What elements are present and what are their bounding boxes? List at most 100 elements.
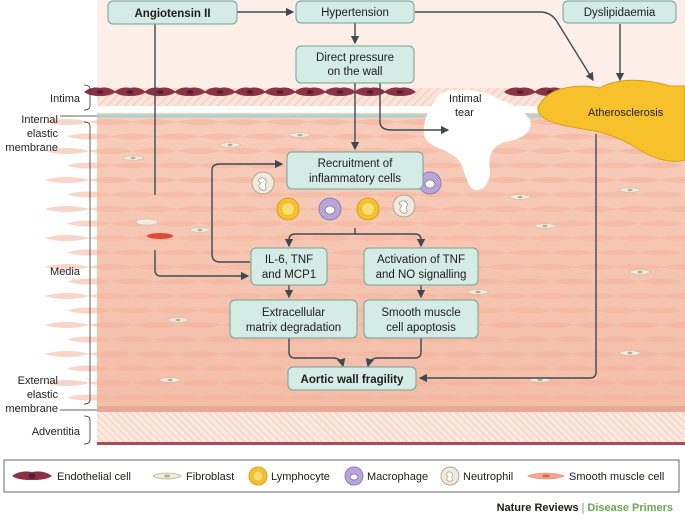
smc-label-2: cell apoptosis — [386, 322, 456, 334]
smooth-muscle-cell — [133, 293, 177, 299]
smooth-muscle-cell — [551, 220, 595, 227]
smooth-muscle-cell — [441, 293, 485, 299]
smooth-muscle-cell — [177, 264, 221, 270]
smooth-muscle-cell — [485, 293, 529, 299]
smooth-muscle-cell — [111, 133, 155, 140]
smooth-muscle-cell — [529, 148, 573, 154]
smc-apoptosis-box — [363, 299, 479, 339]
layer-label-iem-1: Internal — [21, 114, 58, 126]
il6-tnf-mcp1-box — [250, 247, 328, 286]
smooth-muscle-cell — [661, 293, 685, 299]
smooth-muscle-cell — [67, 365, 111, 372]
smooth-muscle-cell — [419, 365, 463, 372]
smooth-muscle-cell — [441, 380, 485, 386]
smooth-muscle-cell — [529, 351, 573, 357]
smooth-muscle-cell — [111, 307, 155, 314]
fibroblast — [618, 187, 642, 193]
smooth-muscle-cell — [507, 365, 551, 372]
smooth-muscle-cell — [155, 365, 199, 372]
smooth-muscle-cell — [199, 394, 243, 401]
smooth-muscle-cell — [67, 394, 111, 401]
smooth-muscle-cell — [309, 235, 353, 241]
fibroblast — [508, 194, 532, 200]
smooth-muscle-cell — [199, 336, 243, 343]
layer-label-media: Media — [50, 266, 81, 278]
smooth-muscle-cell — [89, 119, 133, 125]
smooth-muscle-cell — [595, 191, 639, 198]
inflammatory-cell-cluster — [251, 171, 442, 221]
smooth-muscle-cell — [485, 206, 529, 212]
smooth-muscle-cell — [485, 177, 529, 183]
smooth-muscle-cell — [67, 162, 111, 169]
lymphocyte-icon — [356, 197, 380, 221]
smooth-muscle-cell — [45, 119, 89, 125]
smooth-muscle-cell — [199, 278, 243, 285]
dyslipidaemia-box — [562, 0, 677, 24]
smooth-muscle-cell — [221, 119, 265, 125]
smooth-muscle-cell — [595, 278, 639, 285]
smooth-muscle-cell — [111, 394, 155, 401]
smooth-muscle-cell — [177, 148, 221, 154]
smooth-muscle-cell — [573, 293, 617, 299]
legend-label-fibroblast: Fibroblast — [186, 471, 234, 483]
external-elastic-membrane-line — [97, 406, 685, 412]
smooth-muscle-cell — [177, 351, 221, 357]
smooth-muscle-cell — [287, 220, 331, 227]
arrow-hypertension-to-atherosclerosis — [415, 11, 594, 82]
legend: Endothelial cell Fibroblast Lymphocyte M… — [12, 466, 664, 486]
smooth-muscle-cell — [221, 351, 265, 357]
legend-label-lymphocyte: Lymphocyte — [271, 471, 330, 483]
smooth-muscle-cell — [551, 394, 595, 401]
smooth-muscle-cell — [353, 351, 397, 357]
smooth-muscle-cell — [111, 278, 155, 285]
direct-pressure-box — [295, 45, 415, 84]
smooth-muscle-cell — [155, 336, 199, 343]
smooth-muscle-cell — [45, 322, 89, 328]
smooth-muscle-cell — [419, 394, 463, 401]
smooth-muscle-cell — [551, 336, 595, 343]
macrophage-icon — [344, 466, 364, 486]
endothelial-cell — [144, 87, 176, 96]
fibroblast — [158, 377, 182, 383]
smooth-muscle-cell — [155, 191, 199, 198]
smooth-muscle-cell — [441, 206, 485, 212]
smooth-muscle-cell — [639, 365, 683, 372]
smooth-muscle-cell — [309, 351, 353, 357]
smooth-muscle-cell — [551, 307, 595, 314]
smooth-muscle-cell — [507, 249, 551, 256]
smooth-muscle-cell — [661, 264, 685, 270]
footer-series: Disease Primers — [587, 502, 673, 514]
layer-label-iem-3: membrane — [5, 142, 58, 154]
endothelial-cell — [504, 87, 536, 96]
smooth-muscle-cell — [45, 380, 89, 386]
intimal-tear-label-1: Intimal — [449, 93, 481, 105]
arrow-angiotensin-to-il6 — [154, 250, 250, 281]
smooth-muscle-cell — [89, 148, 133, 154]
hypertension-box — [295, 0, 415, 24]
smooth-muscle-cell — [595, 365, 639, 372]
hypertension-label: Hypertension — [321, 7, 389, 19]
smooth-muscle-cell — [573, 264, 617, 270]
neutrophil-icon — [251, 171, 275, 195]
smooth-muscle-cell — [551, 191, 595, 198]
smooth-muscle-cell — [639, 162, 683, 169]
intimal-tear-label-2: tear — [455, 107, 474, 119]
atherosclerosis-plaque — [537, 79, 685, 162]
il6-label-2: and MCP1 — [262, 269, 316, 281]
smooth-muscle-cell — [133, 351, 177, 357]
smooth-muscle-cell — [375, 220, 419, 227]
recruitment-label-1: Recruitment of — [318, 158, 394, 170]
smooth-muscle-cell — [617, 177, 661, 183]
angiotensin-label: Angiotensin II — [134, 8, 210, 20]
fibroblast — [135, 218, 159, 226]
activated-smooth-muscle-cell — [147, 233, 173, 239]
smooth-muscle-cell — [67, 133, 111, 140]
smooth-muscle-cell — [177, 206, 221, 212]
smooth-muscle-cell — [199, 365, 243, 372]
ecm-label-1: Extracellular — [262, 307, 325, 319]
smooth-muscle-cell — [133, 206, 177, 212]
endothelial-cell — [234, 87, 266, 96]
smooth-muscle-cell — [397, 235, 441, 241]
ecm-degradation-box — [229, 299, 358, 339]
lymphocyte-icon — [248, 466, 268, 486]
